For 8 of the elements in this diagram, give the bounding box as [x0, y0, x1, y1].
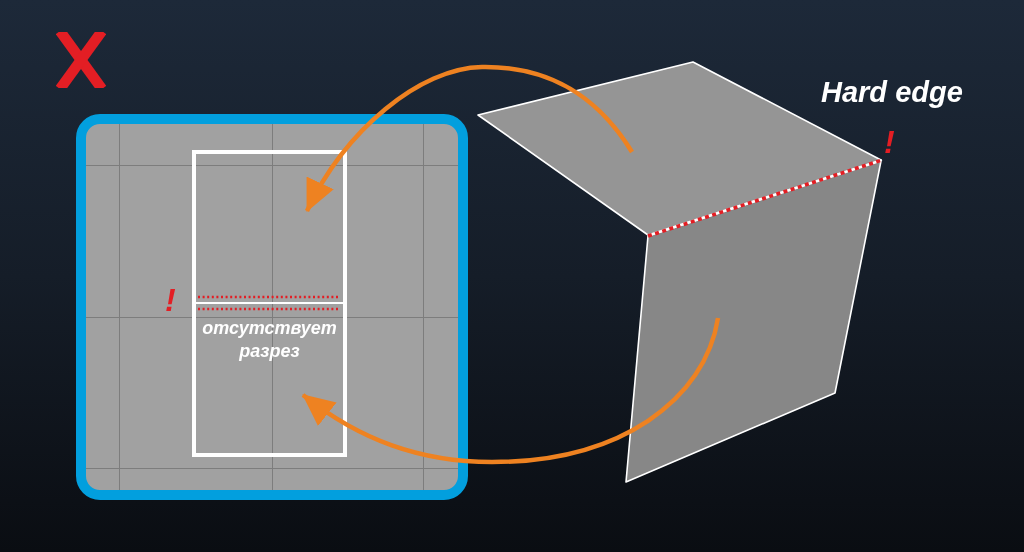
curved-arrow — [301, 317, 721, 465]
island-label: отсутствует разрез — [201, 317, 338, 363]
curved-arrow — [305, 64, 634, 213]
warning-mark: ! — [884, 126, 895, 158]
island-frame — [192, 150, 347, 457]
warning-mark: ! — [165, 284, 176, 316]
callout-label: Hard edge — [821, 78, 963, 107]
cube-side-face — [625, 160, 882, 483]
